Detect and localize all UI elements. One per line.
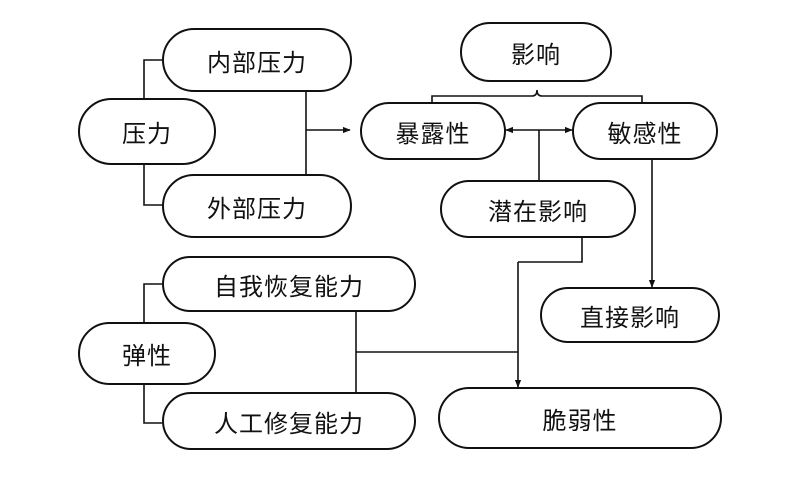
node-impact: 影响 bbox=[460, 22, 612, 82]
potential-to-vulnerability-line bbox=[518, 238, 583, 263]
node-vulnerability: 脆弱性 bbox=[438, 387, 722, 449]
node-exposure: 暴露性 bbox=[360, 102, 506, 160]
node-potential-impact: 潜在影响 bbox=[440, 180, 636, 238]
pressure-bracket-line bbox=[143, 59, 162, 98]
node-direct-impact: 直接影响 bbox=[540, 287, 720, 343]
resilience-bracket-line bbox=[143, 283, 162, 322]
node-pressure: 压力 bbox=[78, 98, 216, 165]
node-internal-pressure: 内部压力 bbox=[162, 28, 352, 92]
resilience-bracket-line-lower bbox=[143, 385, 162, 424]
node-resilience: 弹性 bbox=[78, 322, 216, 385]
impact-brace bbox=[431, 89, 643, 102]
node-self-recovery: 自我恢复能力 bbox=[162, 256, 416, 312]
node-external-pressure: 外部压力 bbox=[162, 174, 352, 238]
node-sensitivity: 敏感性 bbox=[572, 102, 718, 160]
node-artificial-recovery: 人工修复能力 bbox=[162, 392, 416, 450]
pressure-bracket-line-lower bbox=[143, 165, 162, 206]
